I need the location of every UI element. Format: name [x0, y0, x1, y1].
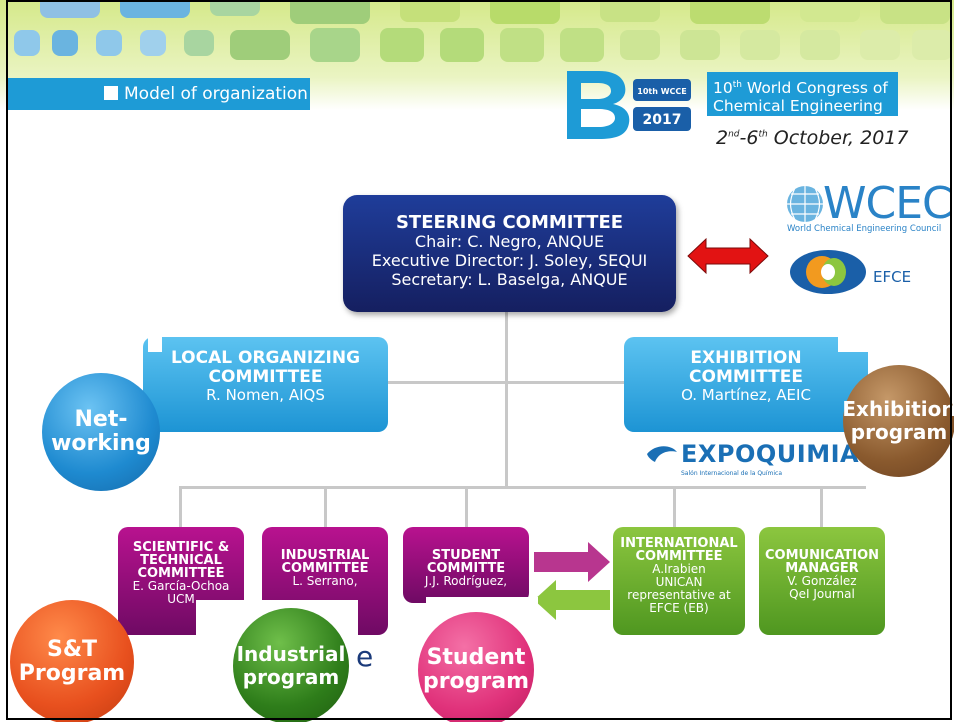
expoquimia-swoosh-icon: [647, 446, 677, 462]
student-title-line2: COMMITTE: [426, 561, 506, 576]
student-program-line2: program: [422, 669, 530, 694]
section-label: Model of organization: [124, 84, 308, 104]
efce-emblem-icon: [790, 250, 866, 294]
industrial-title-line1: INDUSTRIAL: [280, 548, 370, 563]
connector-horizontal-mid: [386, 381, 626, 384]
stray-letter: e: [356, 640, 374, 673]
congress-title-line2: Chemical Engineering: [713, 97, 883, 116]
dates-start-sup: nd: [728, 129, 740, 140]
logo-year: 2017: [643, 112, 682, 128]
connector-drop-5: [820, 486, 823, 528]
steering-chair: Chair: C. Negro, ANQUE: [414, 232, 605, 251]
networking-line1: Net-: [74, 407, 128, 432]
student-title-line1: STUDENT: [431, 548, 501, 563]
congress-title-line1: World Congress of: [741, 79, 888, 98]
student-program-line1: Student: [426, 645, 526, 670]
cover-block-left: [148, 330, 162, 352]
steering-committee-box: STEERING COMMITTEE Chair: C. Negro, ANQU…: [343, 195, 676, 312]
expoquimia-logo: EXPOQUIMIA Salón Internacional de la Quí…: [645, 440, 859, 477]
communication-title-line1: COMUNICATION: [764, 548, 880, 563]
congress-title-number: 10: [713, 79, 733, 98]
expoquimia-subtitle: Salón Internacional de la Química: [681, 470, 783, 477]
connector-drop-4: [673, 486, 676, 528]
international-person: A.Irabien: [652, 562, 706, 576]
international-role-line2: EFCE (EB): [649, 601, 709, 615]
local-title-line2: COMMITTEE: [208, 367, 323, 387]
steering-secretary: Secretary: L. Baselga, ANQUE: [391, 270, 628, 289]
industrial-person: L. Serrano,: [292, 574, 358, 588]
congress-title: 10th World Congress of Chemical Engineer…: [707, 72, 898, 116]
international-role-line1: representative at: [627, 588, 731, 602]
local-organizing-committee-box: LOCAL ORGANIZING COMMITTEE R. Nomen, AIQ…: [143, 337, 388, 432]
wcec-subtitle: World Chemical Engineering Council: [787, 224, 942, 234]
exhibition-title-line2: COMMITTEE: [689, 367, 803, 387]
cover-block-right: [838, 330, 868, 352]
congress-b-logo: 10th WCCE 2017: [567, 71, 691, 139]
international-title-line2: COMMITTEE: [635, 549, 723, 564]
square-bullet-icon: [104, 86, 118, 100]
wcec-logo: WCEC World Chemical Engineering Council: [785, 178, 953, 234]
networking-circle: Net-working: [42, 373, 160, 491]
connector-drop-3: [465, 486, 468, 528]
logo-edition: 10th WCCE: [637, 87, 686, 96]
exhibition-committee-box: EXHIBITION COMMITTEE O. Martínez, AEIC: [624, 337, 868, 432]
industrial-title-line2: COMMITTEE: [281, 561, 369, 576]
scientific-title-line2: TECHNICAL: [140, 553, 222, 568]
communication-person: V. González: [787, 574, 857, 588]
international-affiliation: UNICAN: [655, 575, 703, 589]
congress-title-sup: th: [732, 80, 742, 90]
communication-manager-box: COMUNICATION MANAGER V. González QeI Jou…: [759, 527, 885, 635]
international-title-line1: INTERNATIONAL: [620, 536, 738, 551]
networking-line2: working: [51, 431, 151, 456]
scientific-person: E. García-Ochoa: [132, 579, 230, 593]
connector-vertical-main: [505, 310, 508, 488]
exchange-arrows-icon: [534, 542, 610, 620]
efce-logo: EFCE: [778, 242, 943, 302]
communication-affiliation: QeI Journal: [789, 587, 855, 601]
scientific-title-line3: COMMITTEE: [137, 566, 225, 581]
expoquimia-word: EXPOQUIMIA: [681, 440, 860, 468]
dates-mid-sup: th: [758, 129, 768, 140]
industrial-program-line1: Industrial: [236, 642, 346, 666]
connector-horizontal-bottom: [179, 486, 866, 489]
dates-rest: October, 2017: [767, 127, 909, 149]
exhibition-program-line1: Exhibition: [842, 397, 954, 421]
local-person: R. Nomen, AIQS: [206, 386, 325, 404]
section-tab: Model of organization: [8, 78, 310, 110]
international-committee-box: INTERNATIONAL COMMITTEE A.Irabien UNICAN…: [613, 527, 745, 635]
cover-block-bottom-2: [426, 597, 538, 617]
local-title-line1: LOCAL ORGANIZING: [170, 348, 361, 368]
student-committee-box: STUDENT COMMITTE J.J. Rodríguez,: [403, 527, 529, 603]
scientific-affiliation: UCM: [167, 592, 195, 606]
steering-title: STEERING COMMITTEE: [395, 212, 624, 233]
exhibition-program-line2: program: [850, 420, 948, 444]
connector-drop-2: [324, 486, 327, 528]
wcec-word: WCEC: [823, 178, 953, 229]
exhibition-person: O. Martínez, AEIC: [681, 386, 811, 404]
dates-start: 2: [716, 127, 729, 149]
globe-icon: [787, 186, 823, 222]
double-arrow-icon: [687, 237, 769, 275]
exhibition-title-line1: EXHIBITION: [690, 348, 802, 368]
steering-director: Executive Director: J. Soley, SEQUI: [371, 251, 648, 270]
st-program-line1: S&T: [46, 637, 98, 662]
st-program-line2: Program: [18, 661, 126, 686]
congress-dates: 2nd-6th October, 2017: [716, 127, 908, 149]
dates-mid: -6: [739, 127, 759, 149]
communication-title-line2: MANAGER: [785, 561, 859, 576]
connector-drop-1: [179, 486, 182, 528]
efce-word: EFCE: [873, 268, 912, 286]
student-person: J.J. Rodríguez,: [424, 574, 508, 588]
industrial-program-line2: program: [242, 665, 340, 689]
scientific-title-line1: SCIENTIFIC &: [132, 540, 230, 555]
